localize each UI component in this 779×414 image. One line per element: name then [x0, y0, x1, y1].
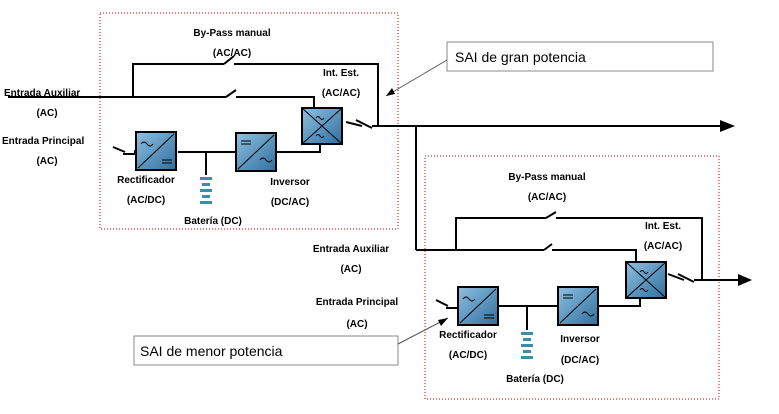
- large-rectifier-label: Rectificador: [117, 175, 175, 186]
- small-aux-input-type: (AC): [340, 264, 361, 275]
- large-inverter-label: Inversor: [270, 177, 310, 188]
- large-battery-icon: [200, 177, 212, 204]
- large-inverter-type: (DC/AC): [271, 197, 309, 208]
- large-output-line: [345, 119, 720, 129]
- large-aux-input-label: Entrada Auxiliar: [4, 88, 80, 99]
- ac-wave-icon: [581, 311, 595, 317]
- large-bypass-type: (AC/AC): [213, 48, 251, 59]
- small-bypass-title: By-Pass manual: [508, 172, 585, 183]
- small-static-switch-block: [625, 261, 667, 299]
- large-static-switch-block: [301, 107, 343, 145]
- large-main-input-switch: [112, 146, 136, 155]
- small-bypass-type: (AC/AC): [528, 192, 566, 203]
- large-rectifier-block: [135, 131, 177, 171]
- ac-wave-icon: [140, 141, 154, 147]
- small-ups-callout-text: SAI de menor potencia: [140, 343, 283, 359]
- large-main-input-type: (AC): [36, 156, 57, 167]
- large-bypass-line: [132, 55, 379, 126]
- large-inverter-block: [235, 132, 277, 172]
- small-rectifier-block: [457, 286, 499, 326]
- ac-wave-icon: [462, 296, 476, 302]
- small-battery-icon: [521, 332, 533, 359]
- small-bypass-line: [455, 211, 703, 280]
- small-main-input-type: (AC): [346, 319, 367, 330]
- large-ups-frame: [99, 12, 399, 230]
- small-main-input-label: Entrada Principal: [316, 297, 398, 308]
- large-aux-input-type: (AC): [36, 108, 57, 119]
- large-output-arrow: [720, 120, 735, 132]
- small-static-switch-label: Int. Est.: [645, 221, 681, 232]
- large-rectifier-type: (AC/DC): [127, 195, 165, 206]
- small-inverter-label: Inversor: [560, 334, 600, 345]
- large-aux-line: [8, 89, 315, 108]
- large-static-switch-type: (AC/AC): [322, 88, 360, 99]
- large-bypass-title: By-Pass manual: [193, 28, 270, 39]
- small-inverter-block: [557, 286, 599, 326]
- small-ups-callout: SAI de menor potencia: [133, 317, 449, 366]
- large-main-input-label: Entrada Principal: [2, 136, 84, 147]
- small-aux-line: [415, 126, 637, 262]
- small-ups-frame: [424, 155, 720, 400]
- small-main-input-switch: [435, 299, 458, 309]
- small-inverter-type: (DC/AC): [561, 355, 599, 366]
- large-ups-callout-text: SAI de gran potencia: [455, 49, 586, 65]
- small-output-line: [667, 273, 740, 283]
- large-battery-label: Batería (DC): [184, 216, 242, 227]
- large-ups-callout: SAI de gran potencia: [385, 41, 714, 97]
- large-static-switch-label: Int. Est.: [323, 68, 359, 79]
- small-aux-input-label: Entrada Auxiliar: [313, 244, 389, 255]
- small-rectifier-label: Rectificador: [439, 330, 497, 341]
- small-static-switch-type: (AC/AC): [644, 241, 682, 252]
- small-output-arrow: [738, 274, 752, 286]
- small-battery-label: Batería (DC): [506, 374, 564, 385]
- small-rectifier-type: (AC/DC): [449, 350, 487, 361]
- ac-wave-icon: [259, 157, 273, 163]
